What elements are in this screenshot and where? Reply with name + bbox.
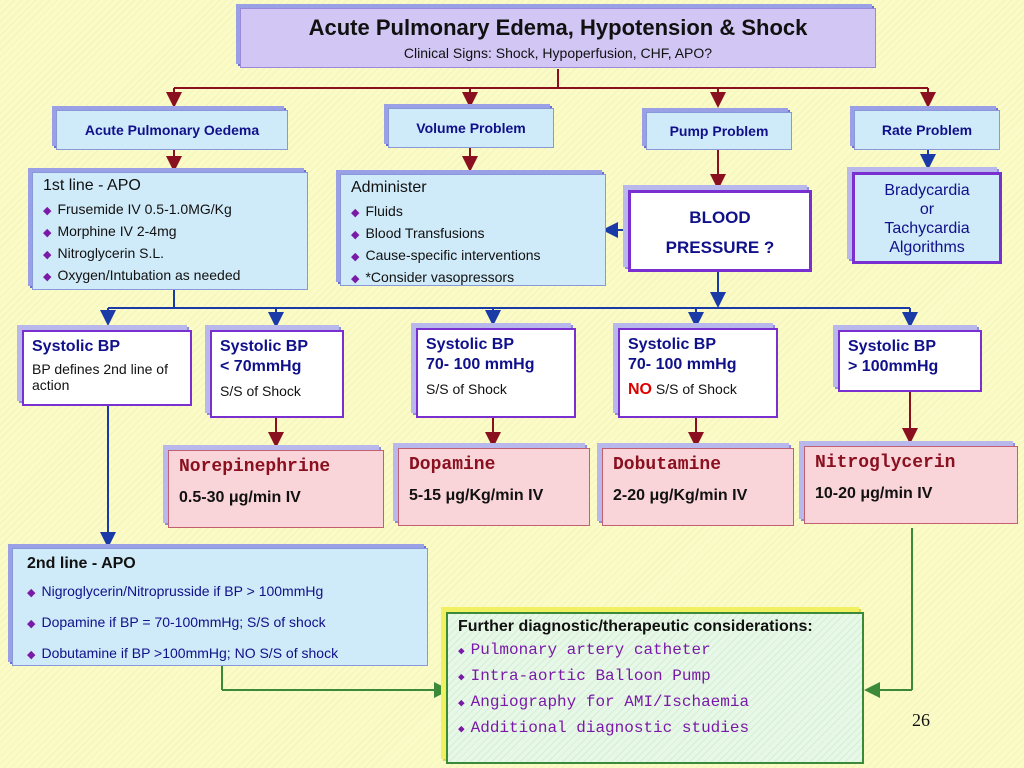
diamond-bullet-icon: ◆ [458, 698, 465, 710]
rate-algorithms-box: Bradycardia or Tachycardia Algorithms [852, 172, 1002, 264]
diamond-bullet-icon: ◆ [43, 271, 52, 283]
list-item: ◆Pulmonary artery catheter [458, 641, 711, 659]
list-item: ◆Cause-specific interventions [351, 247, 541, 263]
administer-heading: Administer [351, 179, 427, 196]
diamond-bullet-icon: ◆ [351, 207, 360, 219]
page-title: Acute Pulmonary Edema, Hypotension & Sho… [308, 15, 808, 40]
branch-rate: Rate Problem [854, 110, 1000, 150]
title-box: Acute Pulmonary Edema, Hypotension & Sho… [240, 8, 876, 68]
drug-norepinephrine: Norepinephrine 0.5-30 μg/min IV [168, 450, 384, 528]
no-label: NO [628, 381, 652, 398]
administer-panel: Administer ◆Fluids ◆Blood Transfusions ◆… [340, 174, 606, 286]
systolic-bp-box-3: Systolic BP 70- 100 mmHg S/S of Shock [416, 328, 576, 418]
diamond-bullet-icon: ◆ [458, 672, 465, 684]
list-item: ◆Dopamine if BP = 70-100mmHg; S/S of sho… [27, 614, 326, 630]
list-item: ◆*Consider vasopressors [351, 269, 515, 285]
list-item: ◆Morphine IV 2-4mg [43, 223, 177, 239]
diamond-bullet-icon: ◆ [43, 249, 52, 261]
list-item: ◆Blood Transfusions [351, 225, 485, 241]
diamond-bullet-icon: ◆ [27, 618, 36, 630]
list-item: ◆Oxygen/Intubation as needed [43, 267, 241, 283]
diamond-bullet-icon: ◆ [27, 587, 36, 599]
diamond-bullet-icon: ◆ [27, 649, 36, 661]
systolic-bp-box-4: Systolic BP 70- 100 mmHg NO S/S of Shock [618, 328, 778, 418]
list-item: ◆Additional diagnostic studies [458, 719, 750, 737]
list-item: ◆Nitroglycerin S.L. [43, 245, 165, 261]
list-item: ◆Dobutamine if BP >100mmHg; NO S/S of sh… [27, 645, 339, 661]
list-item: ◆Frusemide IV 0.5-1.0MG/Kg [43, 201, 232, 217]
branch-pump: Pump Problem [646, 112, 792, 150]
second-line-heading: 2nd line - APO [27, 555, 136, 572]
systolic-bp-box-1: Systolic BP BP defines 2nd line of actio… [22, 330, 192, 406]
page-number: 26 [912, 710, 930, 730]
page-subtitle: Clinical Signs: Shock, Hypoperfusion, CH… [403, 45, 713, 61]
further-considerations-panel: Further diagnostic/therapeutic considera… [446, 612, 864, 764]
diamond-bullet-icon: ◆ [351, 229, 360, 241]
list-item: ◆Fluids [351, 203, 403, 219]
branch-volume: Volume Problem [388, 108, 554, 148]
diamond-bullet-icon: ◆ [458, 724, 465, 736]
branch-apo: Acute Pulmonary Oedema [56, 110, 288, 150]
second-line-panel: 2nd line - APO ◆Nigroglycerin/Nitropruss… [12, 548, 428, 666]
first-line-panel: 1st line - APO ◆Frusemide IV 0.5-1.0MG/K… [32, 172, 308, 290]
diamond-bullet-icon: ◆ [351, 273, 360, 285]
systolic-bp-box-2: Systolic BP < 70mmHg S/S of Shock [210, 330, 344, 418]
diamond-bullet-icon: ◆ [43, 205, 52, 217]
diamond-bullet-icon: ◆ [458, 646, 465, 658]
list-item: ◆Angiography for AMI/Ischaemia [458, 693, 750, 711]
drug-dopamine: Dopamine 5-15 μg/Kg/min IV [398, 448, 590, 526]
list-item: ◆Intra-aortic Balloon Pump [458, 667, 711, 685]
systolic-bp-box-5: Systolic BP > 100mmHg [838, 330, 982, 392]
further-heading: Further diagnostic/therapeutic considera… [458, 618, 813, 635]
first-line-heading: 1st line - APO [43, 177, 141, 194]
diamond-bullet-icon: ◆ [351, 251, 360, 263]
drug-nitroglycerin: Nitroglycerin 10-20 μg/min IV [804, 446, 1018, 524]
blood-pressure-box: BLOOD PRESSURE ? [628, 190, 812, 272]
list-item: ◆Nigroglycerin/Nitroprusside if BP > 100… [27, 583, 324, 599]
diamond-bullet-icon: ◆ [43, 227, 52, 239]
drug-dobutamine: Dobutamine 2-20 μg/Kg/min IV [602, 448, 794, 526]
